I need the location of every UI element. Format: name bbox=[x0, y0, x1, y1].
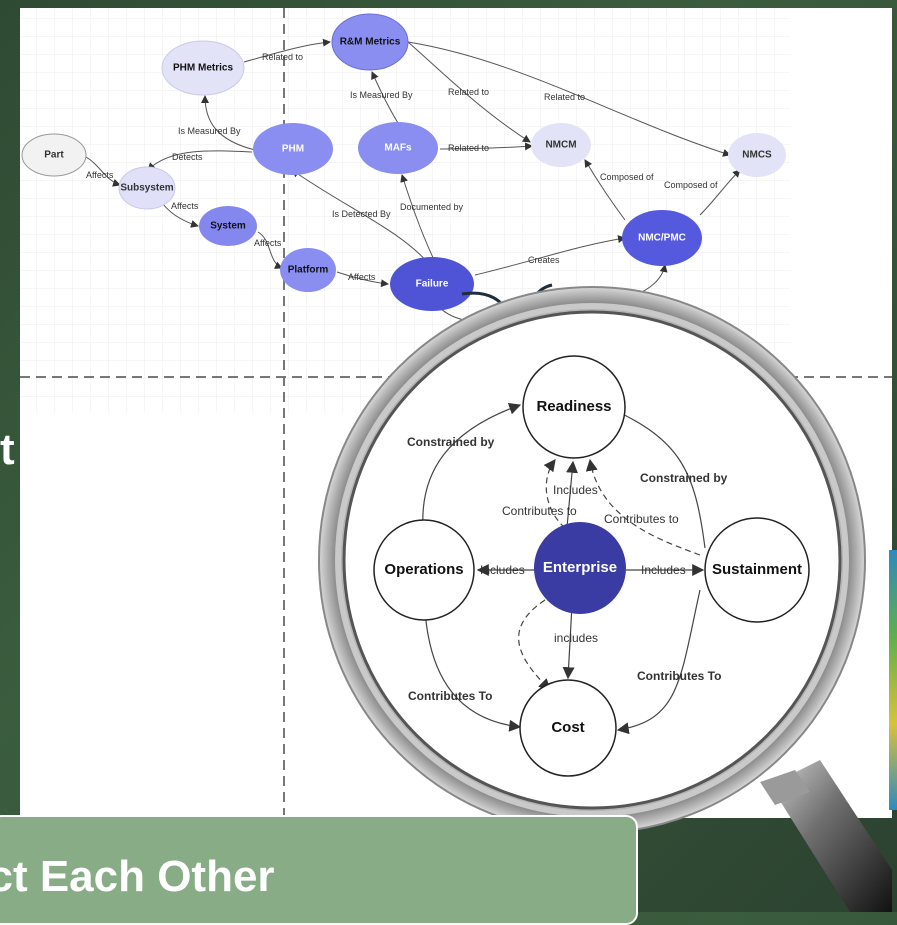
magnifier-handle bbox=[760, 760, 892, 912]
edge-label: Affects bbox=[348, 272, 376, 282]
node-system: System bbox=[199, 206, 257, 246]
edge-label: Constrained by bbox=[640, 471, 728, 485]
edge-label: Contributes To bbox=[637, 669, 721, 683]
node-operations: Operations bbox=[373, 519, 475, 621]
edge-label: Detects bbox=[172, 152, 203, 162]
edge-label: Is Detected By bbox=[332, 209, 391, 219]
edge-label: Includes bbox=[480, 563, 525, 577]
node-cost: Cost bbox=[519, 679, 617, 777]
lens-edge-labels: Constrained by Constrained by Includes C… bbox=[407, 435, 728, 703]
node-nmcm: NMCM bbox=[531, 123, 591, 167]
edge-label: Affects bbox=[86, 170, 114, 180]
node-label: Operations bbox=[384, 561, 463, 578]
node-mafs: MAFs bbox=[358, 122, 438, 174]
node-part: Part bbox=[21, 133, 87, 177]
node-readiness: Readiness bbox=[522, 355, 626, 459]
edge-label: Includes bbox=[641, 563, 686, 577]
node-platform: Platform bbox=[280, 248, 336, 292]
edge-label: includes bbox=[554, 631, 598, 645]
edge-label: Is Measured By bbox=[350, 90, 413, 100]
edge-label: Includes bbox=[553, 483, 598, 497]
node-label: System bbox=[210, 221, 246, 232]
banner-title: ect Each Other bbox=[0, 852, 275, 901]
node-label: NMC/PMC bbox=[638, 233, 686, 244]
node-label: NMCM bbox=[545, 140, 576, 151]
node-phm: PHM bbox=[253, 123, 333, 175]
node-label: PHM bbox=[282, 144, 304, 155]
node-failure: Failure bbox=[390, 257, 474, 311]
node-nmcs: NMCS bbox=[728, 133, 786, 177]
node-label: Platform bbox=[288, 265, 329, 276]
edge-label: Creates bbox=[528, 255, 560, 265]
decorative-edge-strip bbox=[889, 550, 897, 810]
node-label: Failure bbox=[416, 279, 449, 290]
edge-label: Constrained by bbox=[407, 435, 495, 449]
edge-label: Documented by bbox=[400, 202, 464, 212]
background-nodes: Part Subsystem System Platform PHM Metri… bbox=[21, 13, 786, 311]
edge-label: Composed of bbox=[600, 172, 654, 182]
node-enterprise: Enterprise bbox=[534, 522, 626, 614]
edge-label: Contributes to bbox=[502, 504, 577, 518]
node-label: Subsystem bbox=[120, 183, 173, 194]
node-subsystem: Subsystem bbox=[118, 166, 176, 210]
node-label: Enterprise bbox=[543, 559, 617, 576]
node-label: R&M Metrics bbox=[340, 37, 401, 48]
lens-nodes: Readiness Operations Enterprise Sustainm… bbox=[373, 355, 810, 777]
node-label: NMCS bbox=[742, 150, 772, 161]
edge-label: Composed of bbox=[664, 180, 718, 190]
edge-label: Related to bbox=[544, 92, 585, 102]
node-label: Part bbox=[44, 150, 64, 161]
node-label: PHM Metrics bbox=[173, 63, 233, 74]
node-label: Sustainment bbox=[712, 561, 802, 578]
edge-label: Is Measured By bbox=[178, 126, 241, 136]
edge-label: Contributes to bbox=[604, 512, 679, 526]
edge-label: Related to bbox=[448, 87, 489, 97]
edge-label: Related to bbox=[262, 52, 303, 62]
node-phm-metrics: PHM Metrics bbox=[161, 40, 245, 96]
side-text-fragment: t bbox=[0, 425, 15, 474]
lens-edges bbox=[422, 402, 706, 735]
edge-label: Related to bbox=[448, 143, 489, 153]
node-label: MAFs bbox=[384, 143, 412, 154]
node-sustainment: Sustainment bbox=[704, 517, 810, 623]
node-label: Readiness bbox=[536, 398, 611, 415]
node-nmc-pmc: NMC/PMC bbox=[622, 210, 702, 266]
node-rm-metrics: R&M Metrics bbox=[331, 13, 409, 71]
edge-label: Contributes To bbox=[408, 689, 492, 703]
edge-label: Affects bbox=[254, 238, 282, 248]
edge-label: Affects bbox=[171, 201, 199, 211]
background-edge-labels: Affects Detects Affects Affects Affects … bbox=[86, 52, 718, 282]
title-banner bbox=[0, 815, 638, 925]
node-label: Cost bbox=[551, 719, 584, 736]
